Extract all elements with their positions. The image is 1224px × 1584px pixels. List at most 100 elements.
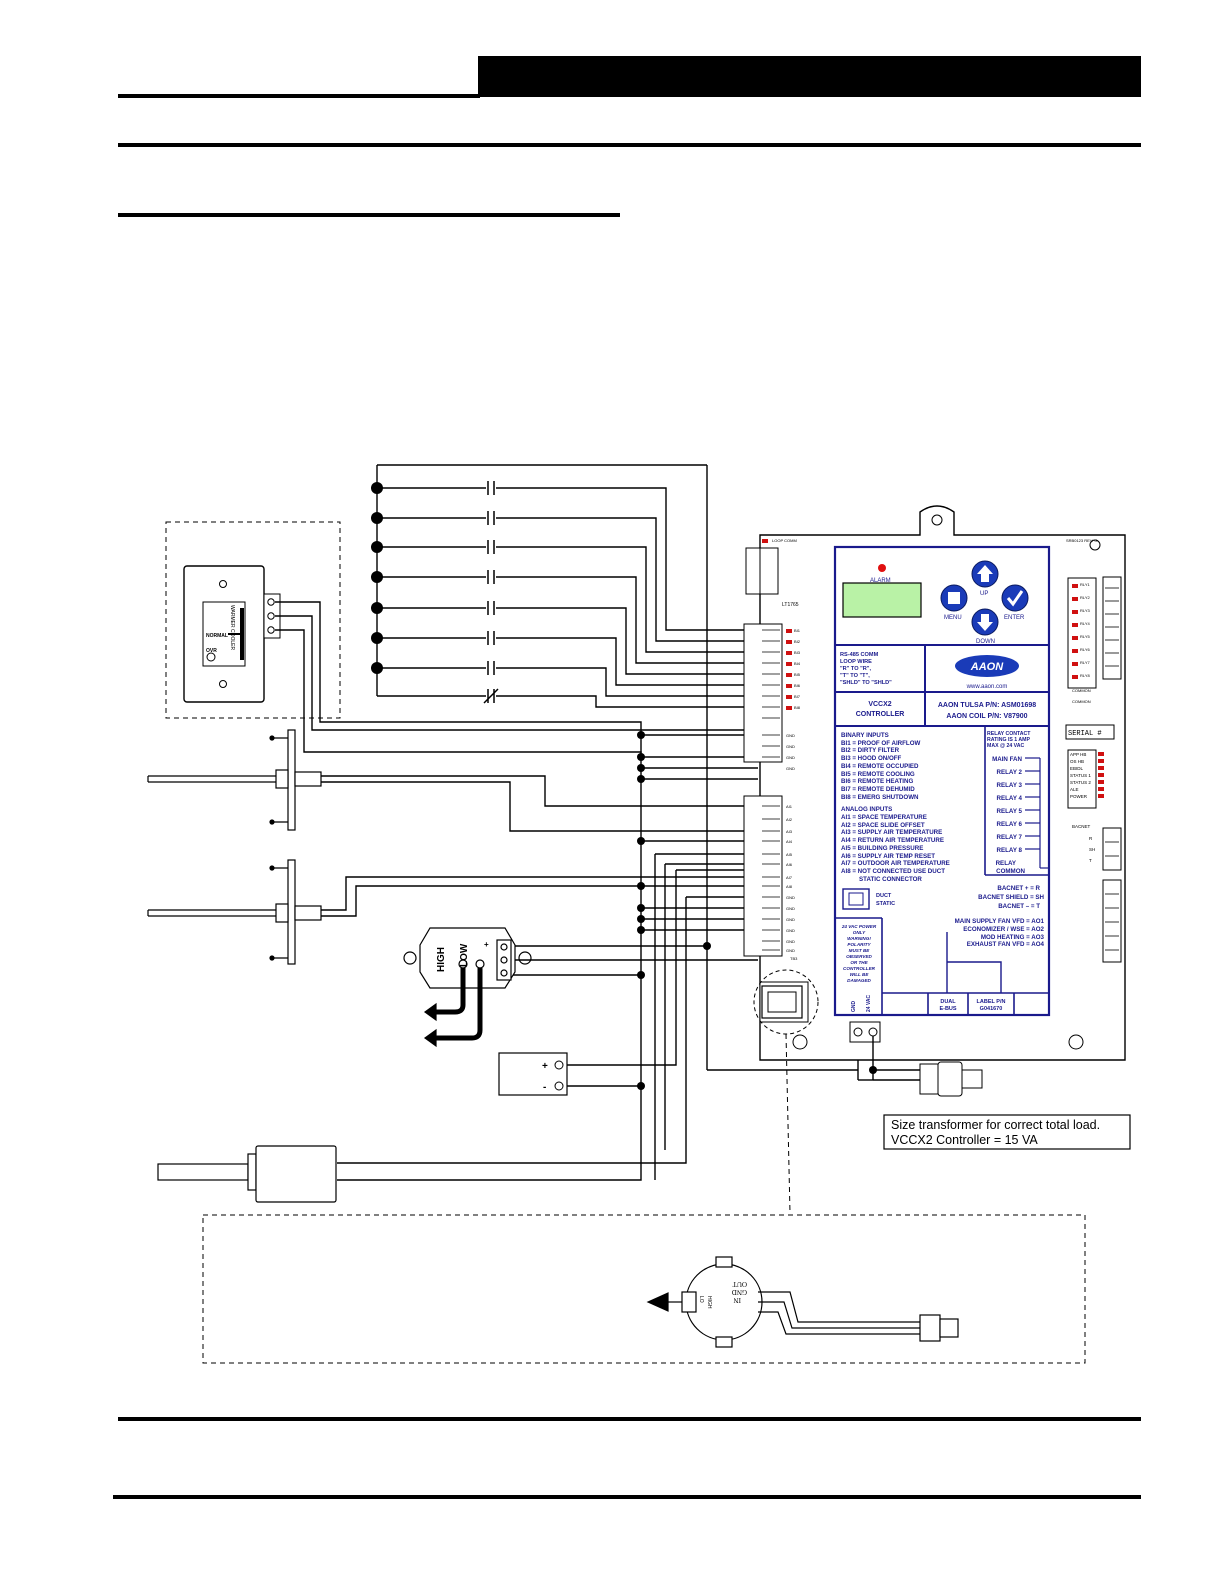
- terminal-label: BI7: [794, 694, 801, 699]
- ai-legend: STATIC CONNECTOR: [859, 876, 922, 883]
- terminal-label: BI5: [794, 672, 801, 677]
- terminal-label: BI6: [794, 683, 801, 688]
- pressure-sensor: [403, 927, 532, 1048]
- relay-rating: RATING IS 1 AMP: [987, 737, 1030, 743]
- remote-module: [498, 1052, 568, 1096]
- controller-title-2: CONTROLLER: [856, 711, 905, 718]
- bus-label: BACNET: [1072, 824, 1091, 829]
- alarm-label: ALARM: [870, 578, 891, 584]
- bi-legend: BI2 = DIRTY FILTER: [841, 747, 900, 754]
- up-key-label: UP: [980, 591, 988, 597]
- terminal-label: AI1: [786, 804, 793, 809]
- duct-static-sensor: [646, 1256, 959, 1348]
- terminal-label: RLY6: [1080, 647, 1090, 652]
- bacnet-line: BACNET – = T: [998, 903, 1040, 910]
- pressure-plus-label: +: [484, 940, 489, 949]
- enter-key-label: ENTER: [1004, 615, 1025, 621]
- ao-legend: ECONOMIZER / WSE = AO2: [963, 926, 1044, 933]
- bus-label: T: [1089, 858, 1092, 863]
- relay-name: RELAY 2: [997, 769, 1023, 776]
- ai-legend: AI8 = NOT CONNECTED USE DUCT: [841, 868, 945, 875]
- controller-title-1: VCCX2: [868, 701, 891, 708]
- bi-legend: BI3 = HOOD ON/OFF: [841, 755, 902, 762]
- terminal-label: AI4: [786, 839, 793, 844]
- relay-rating: MAX @ 24 VAC: [987, 743, 1025, 749]
- duct-sensor-out: OUT: [732, 1280, 747, 1288]
- warning-line: MUST BE: [849, 948, 871, 953]
- ai-legend: AI6 = SUPPLY AIR TEMP RESET: [841, 853, 935, 860]
- terminal-label: RLY5: [1080, 634, 1090, 639]
- transformer-note-1: Size transformer for correct total load.: [891, 1118, 1100, 1132]
- contact-symbols: [371, 480, 499, 704]
- right-bus-labels: BACNET R SH T: [1072, 824, 1095, 863]
- serial-label: SERIAL #: [1068, 730, 1102, 738]
- ao-legend: MOD HEATING = AO3: [981, 934, 1045, 941]
- sensor-normal-label: NORMAL: [206, 633, 228, 639]
- ai-legend: AI5 = BUILDING PRESSURE: [841, 845, 923, 852]
- led-label: STATUS 1: [1070, 773, 1091, 778]
- junction-dots: [637, 731, 877, 1090]
- warning-line: OBSERVED: [846, 954, 872, 959]
- terminal-label: BI1: [794, 628, 801, 633]
- analog-outputs-legend: MAIN SUPPLY FAN VFD = AO1 ECONOMIZER / W…: [955, 918, 1045, 948]
- subsection-rule: [118, 213, 620, 217]
- terminal-label: AI2: [786, 817, 793, 822]
- terminal-label: GND: [786, 928, 795, 933]
- terminal-label: RLY7: [1080, 660, 1090, 665]
- warning-line: WILL BE: [850, 972, 870, 977]
- terminal-label: BI3: [794, 650, 801, 655]
- header-rule: [118, 94, 480, 98]
- warning-line: CONTROLLER: [843, 966, 876, 971]
- ai-terminal-labels: AI1 AI2 AI3 AI4 AI5 AI6 AI7 AI8 GND GND …: [786, 804, 795, 953]
- terminal-label: RLY8: [1080, 673, 1090, 678]
- led-label: STATUS 2: [1070, 780, 1091, 785]
- rs485-line: "T" TO "T",: [840, 673, 870, 679]
- gnd-label: GND: [851, 1001, 857, 1013]
- binary-inputs-title: BINARY INPUTS: [841, 732, 889, 739]
- relay-name: RELAY 8: [997, 847, 1023, 854]
- relay-name: RELAY 3: [997, 782, 1023, 789]
- pressure-high-label: HIGH: [436, 947, 447, 972]
- bi-terminal-labels: BI1 BI2 BI3 BI4 BI5 BI6 BI7 BI8 GND GND …: [786, 628, 801, 771]
- outdoor-air-sensor: [157, 1145, 337, 1203]
- terminal-label: GND: [786, 766, 795, 771]
- temp-sensor-wires: [321, 735, 758, 1181]
- label-pn-1: LABEL P/N: [977, 999, 1006, 1005]
- terminal-label: AI6: [786, 862, 793, 867]
- bi-legend: BI1 = PROOF OF AIRFLOW: [841, 740, 921, 747]
- led-label: OS HB: [1070, 759, 1084, 764]
- dual-ebus-1: DUAL: [940, 999, 956, 1005]
- header-black-band: [478, 56, 1141, 97]
- module-plus-label: +: [542, 1061, 548, 1072]
- vac-label: 24 VAC: [866, 994, 872, 1012]
- rs485-block: RS-485 COMM LOOP WIRE "R" TO "R", "T" TO…: [840, 652, 892, 686]
- relay-rating: RELAY CONTACT: [987, 731, 1031, 737]
- terminal-label: BI2: [794, 639, 801, 644]
- bacnet-line: BACNET + = R: [997, 885, 1040, 892]
- rev-label: SRB0123 REV. G: [1066, 538, 1097, 543]
- analog-inputs-title: ANALOG INPUTS: [841, 806, 892, 813]
- rs485-line: LOOP WIRE: [840, 659, 872, 665]
- duct-static-detail-box: [202, 1214, 1086, 1364]
- duct-sensor-gnd: GND: [732, 1288, 747, 1296]
- terminal-label: COMMON: [1072, 688, 1091, 693]
- rs485-line: "SHLD" TO "SHLD": [840, 680, 892, 686]
- rs485-line: "R" TO "R",: [840, 666, 871, 672]
- aaon-logo: AAON: [970, 661, 1004, 673]
- lt-label: LT1765: [782, 602, 799, 608]
- bus-label: SH: [1089, 847, 1095, 852]
- ai-legend: AI7 = OUTDOOR AIR TEMPERATURE: [841, 860, 950, 867]
- relay-names: MAIN FAN RELAY 2 RELAY 3 RELAY 4 RELAY 5…: [992, 756, 1025, 875]
- warning-line: WARNING!: [847, 936, 871, 941]
- relay-name: RELAY 6: [997, 821, 1023, 828]
- loop-comm-label: LOOP COMM: [772, 538, 797, 543]
- terminal-label: AI7: [786, 875, 793, 880]
- down-key-label: DOWN: [976, 639, 995, 645]
- module-minus-label: -: [543, 1082, 546, 1093]
- ao-legend: MAIN SUPPLY FAN VFD = AO1: [955, 918, 1045, 925]
- terminal-label: RLY3: [1080, 608, 1090, 613]
- space-sensor: [165, 521, 341, 719]
- analog-inputs-legend: ANALOG INPUTS AI1 = SPACE TEMPERATURE AI…: [841, 806, 950, 883]
- bus-label: R: [1089, 836, 1093, 841]
- sensor-ovr-label: OVR: [206, 648, 217, 654]
